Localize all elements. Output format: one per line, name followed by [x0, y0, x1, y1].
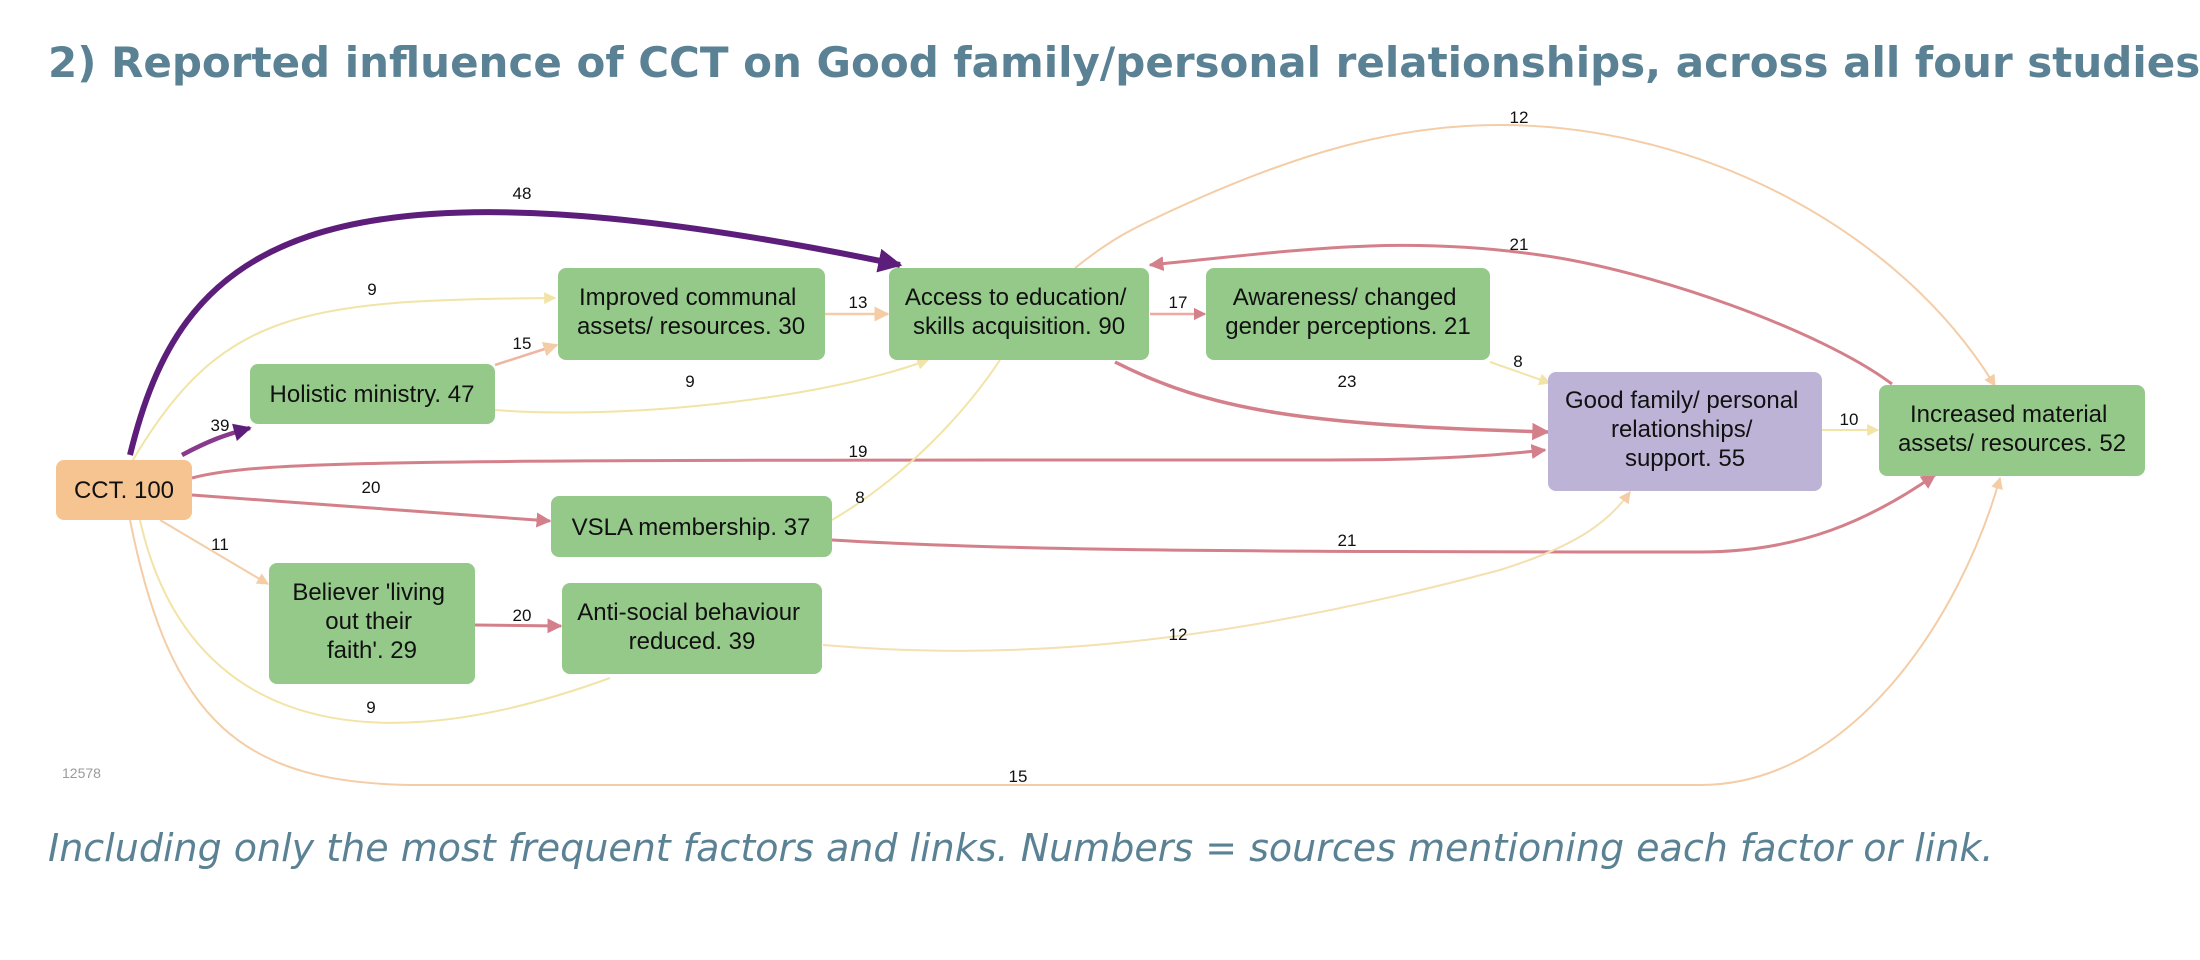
edge-label-education-material: 12 — [1510, 108, 1529, 127]
node-awareness-gender-perceptions[interactable]: Awareness/ changed gender perceptions. 2… — [1206, 268, 1490, 360]
edge-cct-family — [191, 444, 1547, 480]
edge-label-education-awareness: 17 — [1169, 293, 1188, 312]
edge-label-material-education: 21 — [1510, 235, 1529, 254]
edge-vsla-education — [831, 359, 1001, 521]
node-holistic-ministry[interactable]: Holistic ministry. 47 — [250, 364, 495, 424]
edges — [127, 123, 2003, 786]
edge-cct-material — [129, 476, 2003, 786]
node-holistic-ministry-label: Holistic ministry. 47 — [270, 381, 475, 408]
diagram-id-tag: 12578 — [62, 765, 101, 781]
edge-labels: 48 9 39 19 20 11 9 15 15 9 13 17 23 12 2… — [211, 108, 1859, 786]
node-access-to-education[interactable]: Access to education/ skills acquisition.… — [889, 268, 1149, 360]
page-title: 2) Reported influence of CCT on Good fam… — [48, 38, 2200, 87]
node-improved-communal-assets[interactable]: Improved communal assets/ resources. 30 — [558, 268, 825, 360]
edge-label-holistic-communal: 15 — [513, 334, 532, 353]
node-good-family-relationships-label: Good family/ personal relationships/ sup… — [1565, 387, 1805, 472]
edge-cct-education — [127, 209, 903, 456]
node-vsla-membership[interactable]: VSLA membership. 37 — [551, 496, 832, 557]
edge-label-vsla-education: 8 — [855, 488, 864, 507]
node-increased-material-assets[interactable]: Increased material assets/ resources. 52 — [1879, 385, 2145, 476]
edge-cct-communal — [129, 292, 557, 466]
node-vsla-membership-label: VSLA membership. 37 — [572, 514, 811, 541]
node-improved-communal-assets-label: Improved communal assets/ resources. 30 — [577, 284, 805, 340]
node-cct-label: CCT. 100 — [74, 477, 174, 504]
edge-cct-believer — [159, 519, 270, 585]
nodes: CCT. 100 Holistic ministry. 47 Improved … — [56, 268, 2145, 684]
edge-label-education-family: 23 — [1338, 372, 1357, 391]
edge-label-cct-holistic: 39 — [211, 416, 230, 435]
node-antisocial-behaviour-reduced[interactable]: Anti-social behaviour reduced. 39 — [562, 583, 822, 674]
edge-label-family-material: 10 — [1840, 410, 1859, 429]
edge-believer-antisocial — [474, 618, 563, 634]
edge-antisocial-family — [822, 491, 1631, 652]
node-cct[interactable]: CCT. 100 — [56, 460, 192, 520]
edge-material-education — [1148, 243, 1893, 386]
edge-holistic-communal — [494, 342, 559, 367]
edge-cct-vsla — [191, 493, 552, 528]
diagram-caption: Including only the most frequent factors… — [48, 826, 1994, 870]
edge-label-holistic-education: 9 — [685, 372, 694, 391]
edge-label-communal-education: 13 — [849, 293, 868, 312]
edge-label-awareness-family: 8 — [1513, 352, 1522, 371]
edge-label-antisocial-family: 12 — [1169, 625, 1188, 644]
node-awareness-gender-perceptions-label: Awareness/ changed gender perceptions. 2… — [1225, 284, 1471, 340]
edge-label-cct-antisocial: 9 — [366, 698, 375, 717]
edge-label-cct-education: 48 — [513, 184, 532, 203]
node-increased-material-assets-label: Increased material assets/ resources. 52 — [1898, 401, 2126, 457]
edge-label-cct-family: 19 — [849, 442, 868, 461]
edge-holistic-education — [494, 358, 930, 414]
edge-cct-antisocial — [139, 519, 611, 724]
edge-awareness-family — [1489, 361, 1552, 386]
edge-cct-holistic — [180, 423, 252, 457]
node-access-to-education-label: Access to education/ skills acquisition.… — [905, 284, 1133, 340]
edge-education-material — [1074, 123, 1996, 388]
edge-label-cct-vsla: 20 — [362, 478, 381, 497]
edge-label-cct-believer: 11 — [211, 535, 229, 554]
edge-label-cct-communal: 9 — [367, 280, 376, 299]
edge-label-cct-material: 15 — [1009, 767, 1028, 786]
node-believer-living-faith[interactable]: Believer 'living out their faith'. 29 — [269, 563, 475, 684]
edge-label-believer-antisocial: 20 — [513, 606, 532, 625]
edge-education-family — [1114, 360, 1550, 441]
node-antisocial-behaviour-reduced-label: Anti-social behaviour reduced. 39 — [577, 599, 806, 655]
edge-vsla-material — [831, 473, 1937, 554]
node-good-family-relationships[interactable]: Good family/ personal relationships/ sup… — [1548, 372, 1822, 491]
node-believer-living-faith-label: Believer 'living out their faith'. 29 — [292, 579, 451, 664]
edge-label-vsla-material: 21 — [1338, 531, 1357, 550]
